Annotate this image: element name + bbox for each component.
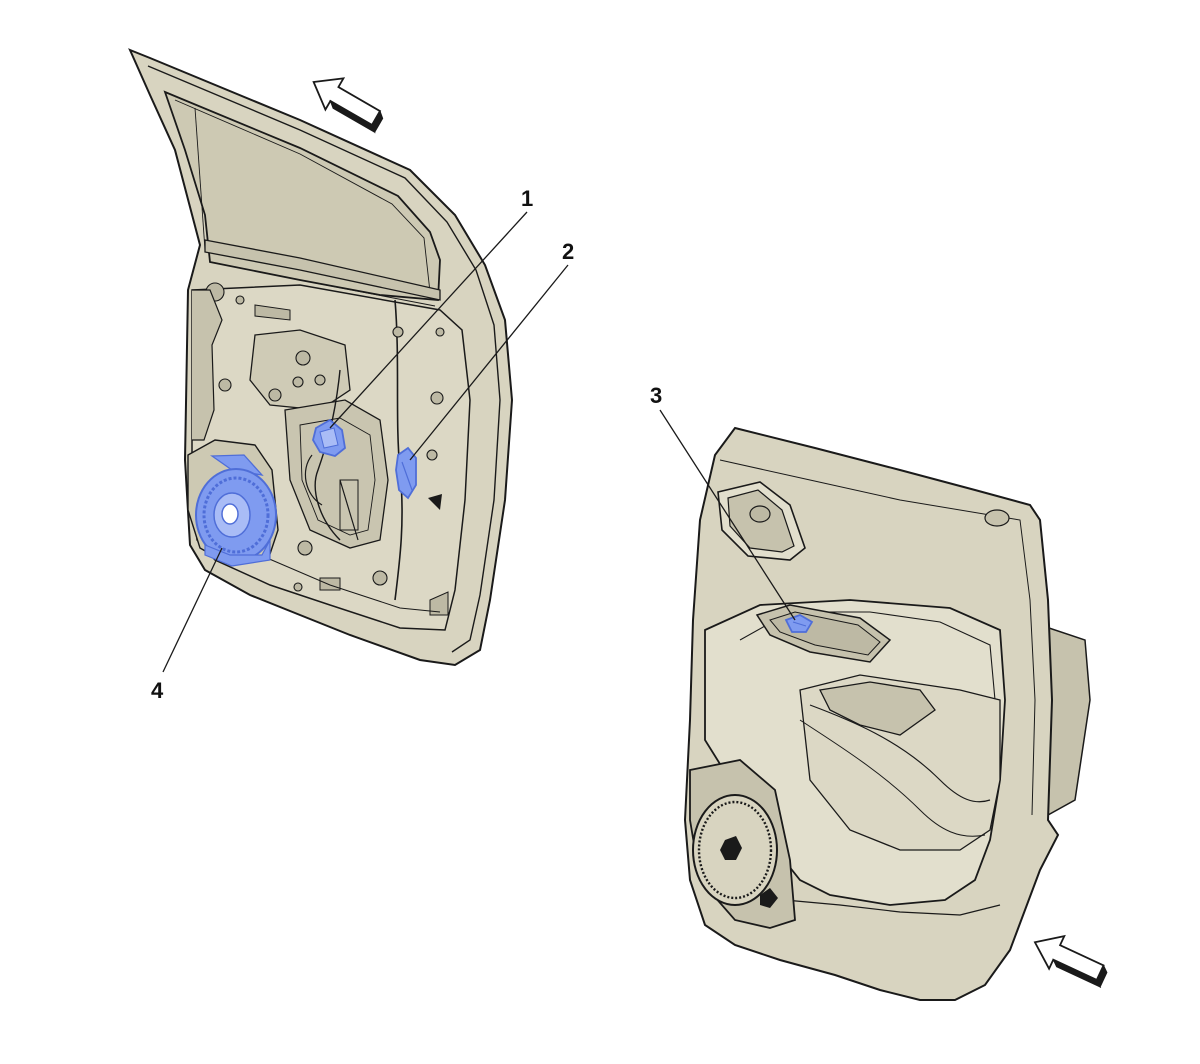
leader-lines (162, 211, 796, 673)
window-motor-connector (312, 418, 346, 457)
door-trim-panel (683, 426, 1091, 1001)
leader-line-1 (329, 211, 528, 429)
mounting-holes (205, 282, 445, 592)
leader-line-3 (659, 409, 796, 621)
view-direction-arrow-icon (312, 77, 384, 134)
door-flange (147, 65, 501, 653)
door-speaker (187, 439, 279, 567)
leader-line-4 (162, 547, 223, 673)
leader-line-2 (409, 264, 569, 461)
door-lock-connector (395, 446, 417, 500)
door-inner-structure (128, 48, 514, 667)
window-switch (784, 614, 814, 633)
lock-knob (984, 509, 1010, 527)
callout-1: 1 (521, 186, 534, 211)
pull-cup (819, 681, 936, 736)
access-hole-center (284, 399, 389, 549)
callout-2: 2 (562, 239, 575, 264)
belt-strip (204, 239, 441, 301)
view-direction-arrow-icon (1033, 934, 1108, 989)
callout-3: 3 (650, 383, 663, 408)
callout-4: 4 (151, 678, 164, 703)
access-hole-upper (249, 329, 351, 411)
